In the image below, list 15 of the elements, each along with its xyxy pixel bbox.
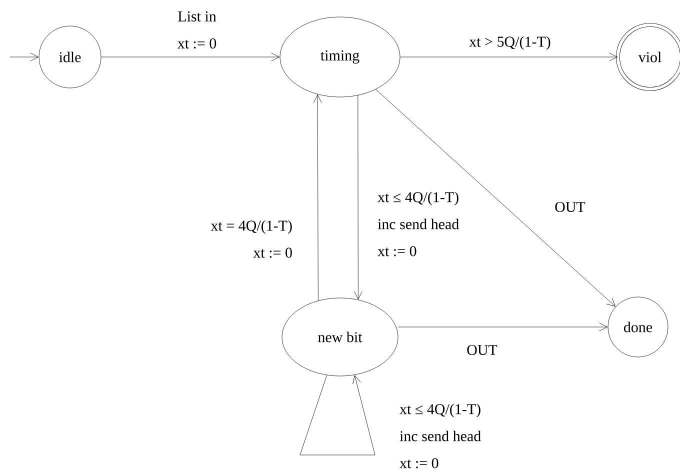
edge-label: List in xt := 0: [170, 10, 224, 50]
edge-label: xt > 5Q/(1-T): [468, 35, 552, 51]
arrow: [400, 52, 618, 62]
arrow: [10, 52, 39, 62]
edge-label: xt ≤ 4Q/(1-T) inc send head xt := 0: [376, 190, 464, 258]
edge-label: xt = 4Q/(1-T) xt := 0: [206, 219, 294, 259]
arrow: [300, 374, 376, 456]
edge-label: OUT: [554, 200, 586, 214]
edge-label: xt ≤ 4Q/(1-T) inc send head xt := 0: [398, 402, 486, 470]
arrow: [101, 52, 280, 62]
arrow: [376, 89, 616, 307]
arrow: [398, 322, 608, 332]
arrow: [354, 95, 362, 300]
arrow: [313, 94, 322, 301]
edge-label: OUT: [466, 344, 498, 356]
